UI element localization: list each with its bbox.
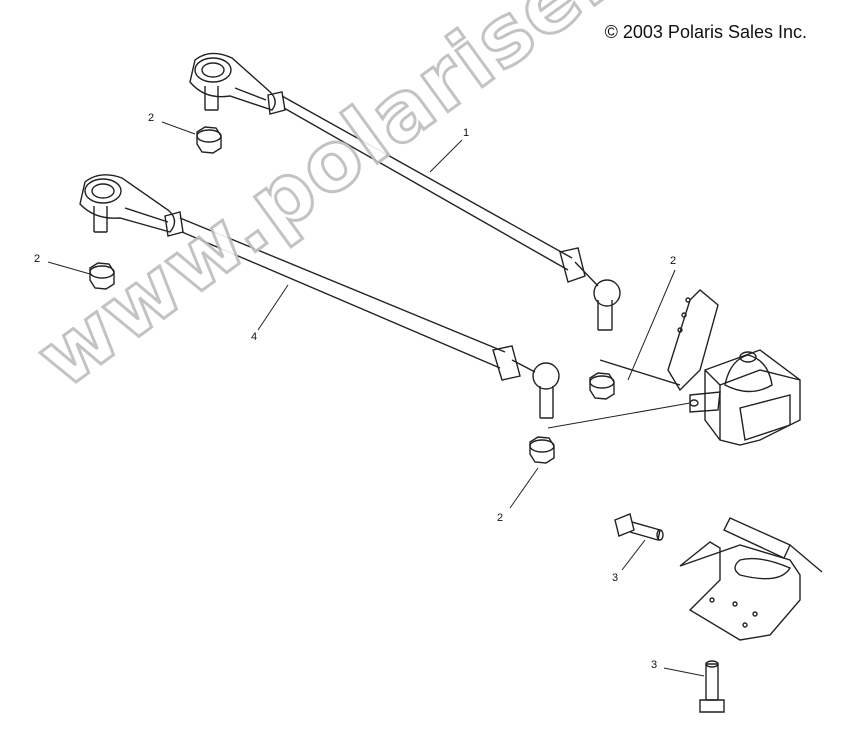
mounting-bracket <box>679 517 823 641</box>
bolt-2 <box>699 660 725 713</box>
callout-3-bolt-upper: 3 <box>612 572 619 584</box>
tie-rod-lower <box>79 174 560 419</box>
callout-2-nut-upper: 2 <box>148 112 155 124</box>
callout-2-nut-left: 2 <box>34 253 41 265</box>
callout-3-bolt-lower: 3 <box>651 659 658 671</box>
copyright-text: © 2003 Polaris Sales Inc. <box>604 22 807 42</box>
nut-3 <box>589 372 615 400</box>
callout-1: 1 <box>463 127 470 139</box>
steering-box <box>599 289 801 446</box>
leader-lines <box>47 121 705 677</box>
callout-2-nut-right: 2 <box>670 255 677 267</box>
nut-4 <box>529 436 555 464</box>
callout-4: 4 <box>251 331 258 343</box>
callout-2-nut-lower: 2 <box>497 512 504 524</box>
bolt-1 <box>614 513 664 541</box>
tie-rod-upper <box>189 52 621 331</box>
nut-2 <box>89 262 115 290</box>
nut-1 <box>196 126 222 154</box>
